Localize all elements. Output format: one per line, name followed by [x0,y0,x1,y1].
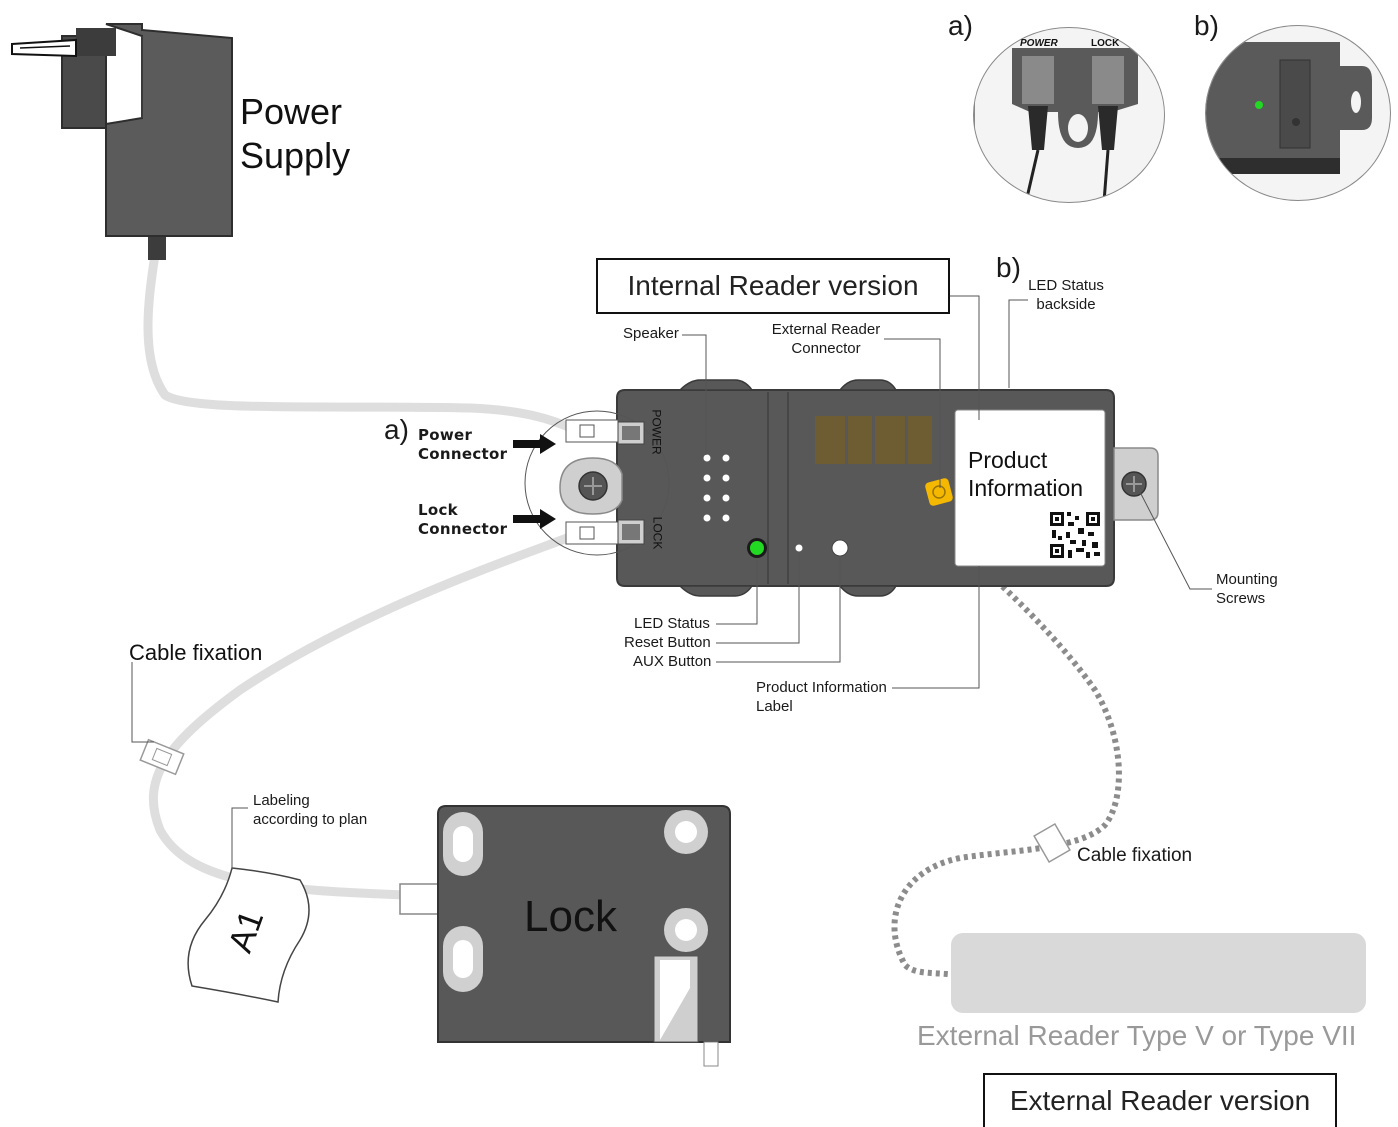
reset-button-label: Reset Button [624,634,711,651]
product-information-label-line1: Product Information [756,679,887,696]
callout-b-marker: b) [996,252,1021,283]
power-supply [11,23,233,260]
product-information-line1: Product [968,447,1048,473]
power-connector-label: Power Connector [418,426,507,464]
internal-reader-version-title: Internal Reader version [596,258,950,314]
external-reader-connector-line1: External Reader [771,321,881,338]
led-status-backside-line2: backside [1036,296,1096,313]
mounting-screws-line2: Screws [1216,590,1266,607]
lock-connector-line1: Lock [418,501,458,519]
external-reader-version-title: External Reader version [983,1073,1337,1127]
speaker-label: Speaker [623,325,679,342]
controller-unit [616,379,1159,597]
lock-connector-label: Lock Connector [418,501,507,539]
external-reader-connector-port [925,478,953,506]
device-power-port-text: POWER [649,409,664,455]
cable-fixation-clip-left [139,738,185,776]
lock-device [399,805,731,1067]
leader-lines [131,295,1212,870]
qr-code [1050,512,1100,558]
inset-b-backside-led [1205,25,1391,201]
power-supply-label-line1: Power [240,91,343,132]
inset-lock-port-text: LOCK [1091,38,1120,49]
labeling-label: Labeling according to plan [253,791,367,829]
aux-button-shape [831,539,849,557]
product-information-label-callout: Product Information Label [756,678,887,716]
power-cable [143,250,580,435]
cable-fixation-left-label: Cable fixation [129,640,263,665]
aux-button-label: AUX Button [633,653,712,670]
speaker-grille [703,454,730,522]
power-supply-label: Power Supply [240,90,350,178]
connector-zoom [524,410,670,556]
cable-fixation-clip-right [1033,822,1071,864]
power-connector-arrow [513,434,556,454]
led-status-backside-line1: LED Status [1028,277,1104,294]
mounting-screws-line1: Mounting [1216,571,1278,588]
inset-a-marker: a) [948,10,973,41]
product-information-label [954,409,1106,567]
callout-a-marker: a) [384,414,409,445]
cable-fixation-right-label: Cable fixation [1077,845,1193,866]
power-connector-line2: Connector [418,445,508,463]
lock-connector-arrow [513,509,556,529]
led-status-label: LED Status [634,615,710,632]
labeling-line1: Labeling [253,792,310,809]
inset-power-port-text: POWER [1020,38,1058,49]
external-reader-connector-label: External Reader Connector [768,320,884,358]
labeling-line2: according to plan [253,811,368,828]
external-reader-cable [891,531,1122,978]
product-information-line2: Information [968,475,1084,501]
external-reader-connector-line2: Connector [791,340,861,357]
mounting-screws-label: Mounting Screws [1216,570,1278,608]
memo-logo [815,416,932,464]
led-status-backside-label: LED Status backside [1026,276,1106,314]
power-connector-line1: Power [418,426,473,444]
cable-label-tag [187,867,310,1003]
external-reader-type-label: External Reader Type V or Type VII [917,1020,1357,1051]
inset-a-connectors [973,27,1165,203]
product-information-label-line2: Label [756,698,793,715]
power-supply-label-line2: Supply [240,135,351,176]
inset-b-marker: b) [1194,10,1219,41]
product-information-text: Product Information [968,446,1083,502]
lock-label: Lock [524,892,617,941]
lock-connector-line2: Connector [418,520,508,538]
reset-button-hole [795,544,803,552]
external-reader-device [951,933,1366,1013]
device-lock-port-text: LOCK [650,516,665,550]
